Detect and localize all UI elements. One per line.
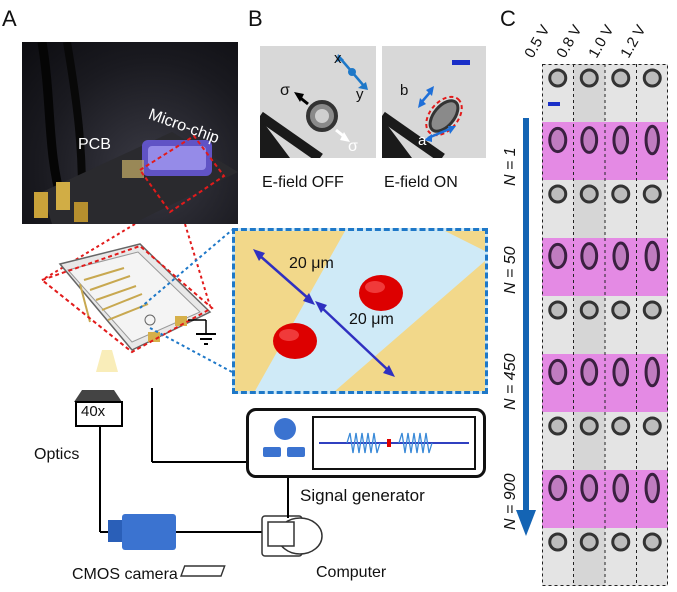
timelapse-grid bbox=[542, 64, 668, 586]
electrode-zoom-drawing bbox=[235, 231, 485, 391]
cell-image bbox=[644, 356, 660, 388]
voltage-label-3: 1.2 V bbox=[617, 22, 650, 61]
cell-image bbox=[642, 300, 662, 320]
cell-image bbox=[548, 242, 568, 270]
cell-image bbox=[579, 300, 599, 320]
computer-label: Computer bbox=[316, 564, 387, 581]
voltage-label-0: 0.5 V bbox=[521, 22, 554, 61]
pcb-label: PCB bbox=[78, 136, 111, 153]
cell-image bbox=[611, 184, 631, 204]
axis-x-label: x bbox=[334, 50, 342, 67]
chip-schematic bbox=[39, 224, 233, 373]
sigma-label-2: σ bbox=[348, 138, 358, 155]
voltage-label-1: 0.8 V bbox=[553, 22, 586, 61]
cell-image bbox=[642, 184, 662, 204]
cell-image bbox=[548, 358, 568, 386]
micrograph-off-drawing bbox=[260, 54, 368, 158]
cell-image bbox=[548, 300, 568, 320]
cell-image bbox=[644, 240, 660, 272]
micrograph-on: b a bbox=[382, 46, 486, 158]
voltage-label-2: 1.0 V bbox=[585, 22, 618, 61]
cell-image bbox=[611, 416, 631, 436]
cell-image bbox=[579, 416, 599, 436]
micrograph-off: x y σ σ bbox=[260, 46, 376, 158]
scale-bar bbox=[548, 102, 560, 106]
grid-border bbox=[542, 64, 668, 586]
cycle-label-50: N = 50 bbox=[502, 246, 519, 294]
electrode-zoom: 20 μm 20 μm bbox=[232, 228, 488, 394]
cell-image bbox=[548, 474, 568, 502]
time-arrow bbox=[516, 118, 536, 536]
dimension-label-2: 20 μm bbox=[349, 311, 394, 328]
sigma-label-1: σ bbox=[280, 82, 290, 99]
cell-image bbox=[548, 68, 568, 88]
setup-diagram bbox=[74, 388, 323, 577]
cell-image bbox=[612, 241, 630, 271]
axis-b-label: b bbox=[400, 82, 409, 99]
efield-on-caption: E-field ON bbox=[384, 174, 458, 191]
cycle-label-450: N = 450 bbox=[502, 353, 519, 410]
cell-image bbox=[611, 68, 631, 88]
signal-generator-label: Signal generator bbox=[300, 486, 425, 505]
cell-image bbox=[644, 472, 660, 504]
timelapse-grid-svg bbox=[542, 64, 668, 586]
signal-generator-panel bbox=[263, 416, 476, 470]
efield-off-caption: E-field OFF bbox=[262, 174, 344, 191]
cell-image bbox=[642, 416, 662, 436]
cell-image bbox=[548, 184, 568, 204]
cycle-label-900: N = 900 bbox=[502, 473, 519, 530]
cell-image bbox=[612, 473, 630, 503]
cell-image bbox=[644, 124, 660, 156]
cell-image bbox=[579, 184, 599, 204]
panel-label-c: C bbox=[500, 6, 516, 31]
axis-a-label: a bbox=[418, 132, 427, 149]
cycle-label-1: N = 1 bbox=[502, 147, 519, 186]
dimension-label-1: 20 μm bbox=[289, 255, 334, 272]
cell-image bbox=[580, 126, 599, 154]
objective-label: 40x bbox=[81, 403, 106, 420]
panel-label-b: B bbox=[248, 6, 263, 31]
optics-label: Optics bbox=[34, 446, 80, 463]
cell-image bbox=[548, 126, 568, 154]
cell-image bbox=[580, 242, 599, 270]
cell-image bbox=[548, 532, 568, 552]
cell-image bbox=[611, 532, 631, 552]
cell-image bbox=[611, 300, 631, 320]
setup-photo: PCB Micro-chip bbox=[22, 42, 238, 224]
cmos-camera-label: CMOS camera bbox=[72, 566, 178, 583]
cell-image bbox=[579, 68, 599, 88]
cell-image bbox=[579, 532, 599, 552]
micrograph-on-drawing bbox=[382, 60, 470, 158]
cell-image bbox=[580, 358, 599, 386]
signal-generator bbox=[246, 408, 486, 478]
panel-label-a: A bbox=[2, 6, 17, 31]
cell-image bbox=[642, 68, 662, 88]
setup-photo-drawing bbox=[34, 42, 238, 224]
cell-image bbox=[642, 532, 662, 552]
cell-image bbox=[612, 357, 630, 387]
cell-image bbox=[548, 416, 568, 436]
cell-image bbox=[580, 474, 599, 502]
cell-image bbox=[612, 125, 630, 155]
axis-y-label: y bbox=[356, 86, 364, 103]
